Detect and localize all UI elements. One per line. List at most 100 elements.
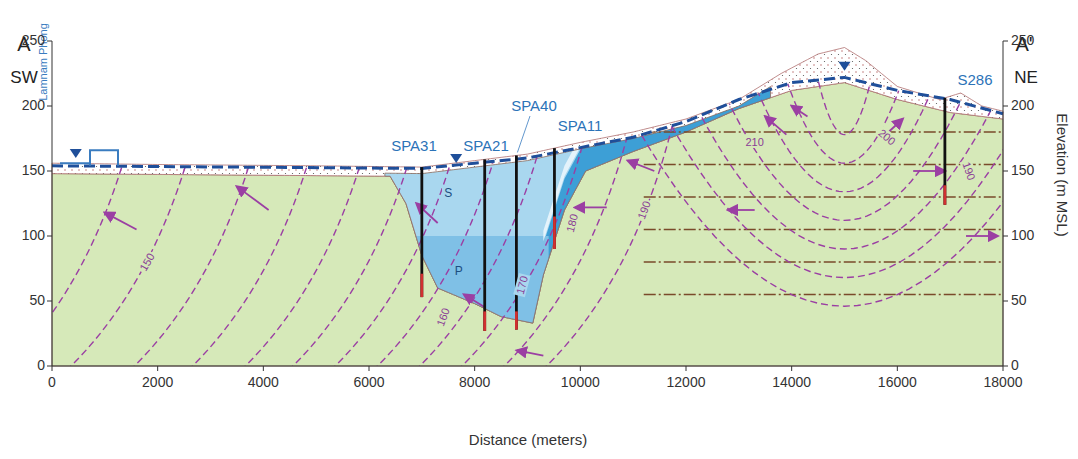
layer-line — [644, 261, 1003, 262]
contour-value: 190 — [634, 197, 653, 222]
equipotential-line — [623, 28, 1067, 278]
flow-arrow — [966, 235, 998, 237]
equipotential-line — [232, 61, 385, 380]
tick — [47, 366, 52, 367]
flow-arrow — [913, 170, 945, 172]
tick — [686, 366, 687, 371]
well-screen — [483, 311, 486, 331]
well-screen — [420, 274, 423, 297]
axis-tick: 50 — [29, 293, 45, 308]
tick — [263, 366, 264, 371]
water-level-symbol — [450, 154, 462, 163]
tick — [1003, 171, 1008, 172]
tick — [1003, 41, 1008, 42]
equipotential-line — [57, 61, 210, 380]
water-level-symbol — [839, 62, 851, 71]
well-name: SPA31 — [391, 138, 437, 155]
tick — [474, 366, 475, 371]
flow-arrow — [792, 106, 808, 116]
equipotential-line — [491, 61, 644, 380]
axis-line — [52, 366, 1003, 367]
equipotential-line — [406, 61, 559, 380]
tick — [157, 366, 158, 371]
river-symbol — [60, 150, 118, 166]
contour-value: 170 — [513, 273, 530, 298]
direction: SW — [10, 69, 37, 88]
bedrock — [52, 83, 1003, 366]
axis-tick: 14000 — [772, 375, 811, 390]
equipotential-line — [279, 61, 432, 380]
tick — [1003, 236, 1008, 237]
tick — [52, 366, 53, 371]
flow-arrow — [765, 116, 786, 134]
flow-arrow — [575, 206, 607, 208]
axis-tick: 0 — [48, 375, 56, 390]
well-casing — [483, 159, 486, 331]
axis-tick: 10000 — [561, 375, 600, 390]
axis-tick: 0 — [37, 358, 45, 373]
axis-line — [1003, 41, 1004, 366]
flow-arrow — [517, 350, 543, 355]
flow-arrow — [464, 295, 485, 308]
equipotential-line — [179, 61, 332, 380]
axis-tick: 4000 — [248, 375, 279, 390]
tick — [580, 366, 581, 371]
layer-line — [644, 164, 1003, 165]
layer-line — [644, 196, 1003, 197]
well-screen — [515, 311, 518, 329]
well-name: SPA40 — [511, 98, 557, 115]
unit-letter: S — [442, 188, 454, 201]
well-casing — [553, 148, 556, 249]
axis-title: Distance (meters) — [469, 432, 587, 449]
sand-layer — [52, 48, 1003, 324]
axis-title: Elevation (m MSL) — [1054, 113, 1071, 236]
axis-tick: 8000 — [459, 375, 490, 390]
aquifer-outline — [385, 87, 771, 324]
equipotential-line — [121, 61, 274, 380]
layer-line — [644, 294, 1003, 295]
tick — [369, 366, 370, 371]
contour-value: 210 — [743, 136, 765, 148]
axis-tick: 200 — [22, 98, 45, 113]
well-name: S286 — [957, 72, 992, 89]
well-casing — [943, 98, 946, 205]
tick — [791, 366, 792, 371]
axis-tick: 250 — [1011, 33, 1034, 48]
contour-value: 150 — [136, 249, 158, 274]
tick — [47, 171, 52, 172]
axis-tick: 6000 — [353, 375, 384, 390]
tick — [1003, 366, 1004, 371]
contour-value: 200 — [874, 125, 899, 149]
tick — [47, 236, 52, 237]
equipotential-line — [586, 28, 1078, 306]
tick — [1003, 301, 1008, 302]
axis-tick: 2000 — [142, 375, 173, 390]
well-screen — [553, 217, 556, 250]
well-name: SPA11 — [558, 118, 602, 135]
flow-arrow — [105, 213, 137, 230]
equipotential-line — [364, 61, 517, 380]
contour-value: 160 — [433, 304, 452, 329]
axis-tick: 0 — [1011, 358, 1019, 373]
axis-tick: 16000 — [878, 375, 917, 390]
water-level-symbol — [70, 149, 82, 158]
layer-line — [644, 229, 1003, 230]
axis-tick: 100 — [1011, 228, 1034, 243]
water-table — [52, 77, 1003, 168]
contour-value: 180 — [564, 211, 581, 236]
equipotential-line — [660, 28, 1030, 249]
well-casing — [515, 155, 518, 329]
well-casing — [420, 167, 423, 297]
axis-tick: 200 — [1011, 98, 1034, 113]
contour-value: 190 — [959, 158, 978, 183]
flow-arrow — [237, 187, 269, 210]
layer-line — [644, 131, 1003, 132]
axis-tick: 50 — [1011, 293, 1027, 308]
axis-tick: 100 — [22, 228, 45, 243]
axis-tick: 12000 — [667, 375, 706, 390]
axis-line — [52, 41, 53, 366]
direction: NE — [1014, 69, 1038, 88]
unit-letter: P — [453, 266, 465, 279]
tick — [1003, 366, 1008, 367]
tick — [1003, 106, 1008, 107]
